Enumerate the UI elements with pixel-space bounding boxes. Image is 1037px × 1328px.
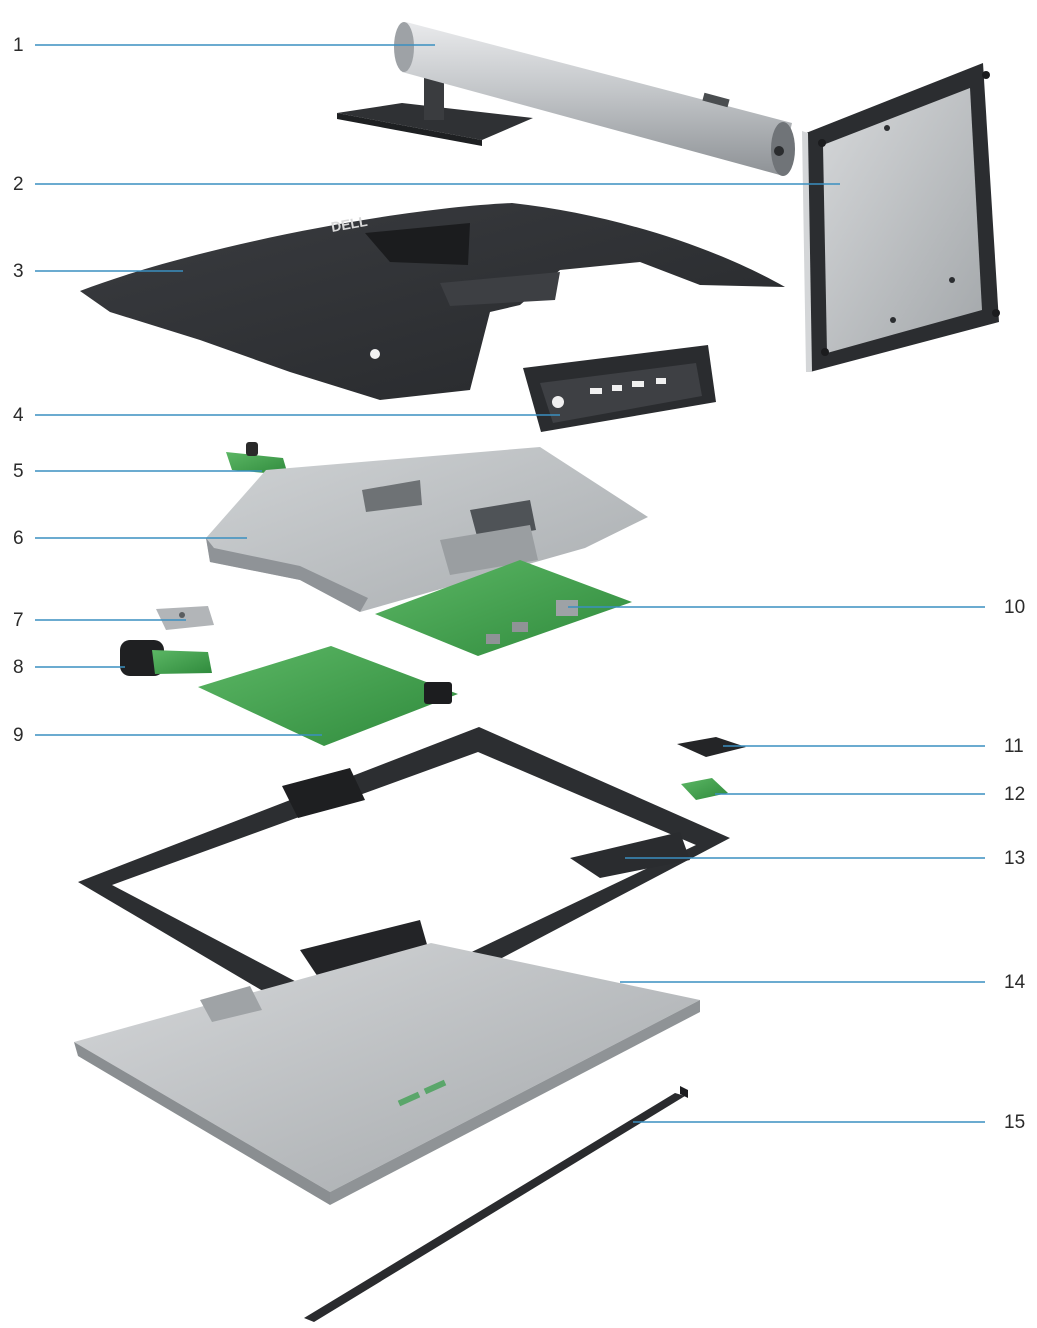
callout-number-13: 13 — [1004, 848, 1025, 869]
callout-number-9: 9 — [13, 725, 24, 746]
callout-number-5: 5 — [13, 461, 24, 482]
callout-number-10: 10 — [1004, 597, 1025, 618]
callout-7: 7 — [13, 610, 186, 631]
callout-number-12: 12 — [1004, 784, 1025, 805]
stand-part — [337, 22, 795, 176]
callout-number-14: 14 — [1004, 972, 1026, 993]
callout-2: 2 — [13, 174, 840, 195]
callout-15: 15 — [633, 1112, 1025, 1133]
callout-number-7: 7 — [13, 610, 24, 631]
joystick-board-part — [226, 442, 288, 475]
callout-number-4: 4 — [13, 405, 24, 426]
callout-number-2: 2 — [13, 174, 24, 195]
callout-3: 3 — [13, 261, 183, 282]
callout-14: 14 — [620, 972, 1026, 993]
callout-number-8: 8 — [13, 657, 24, 678]
bottom-bezel-part — [304, 1086, 688, 1322]
sensor-board-part — [681, 778, 728, 800]
callout-12: 12 — [715, 784, 1025, 805]
callout-9: 9 — [13, 725, 322, 746]
main-board-part — [375, 560, 632, 656]
power-board-part — [198, 646, 458, 746]
callout-8: 8 — [13, 657, 125, 678]
callout-11: 11 — [723, 736, 1024, 757]
callout-number-11: 11 — [1004, 736, 1024, 757]
callout-1: 1 — [13, 35, 435, 56]
small-cover-part — [677, 737, 746, 757]
callout-6: 6 — [13, 528, 247, 549]
callout-number-15: 15 — [1004, 1112, 1025, 1133]
callout-number-6: 6 — [13, 528, 24, 549]
mount-plate-part — [802, 63, 1000, 372]
callout-number-1: 1 — [13, 35, 24, 56]
middle-frame-part — [78, 727, 730, 1040]
dell-logo: DELL — [330, 213, 369, 235]
callout-13: 13 — [625, 848, 1025, 869]
callout-4: 4 — [13, 405, 560, 426]
callout-5: 5 — [13, 461, 262, 482]
small-bracket-part — [156, 606, 214, 630]
callout-10: 10 — [568, 597, 1025, 618]
lcd-panel-part — [74, 943, 700, 1205]
rear-cover-part: DELL — [80, 203, 785, 400]
io-bracket-part — [523, 345, 716, 432]
power-button-board-part — [120, 640, 212, 676]
callout-number-3: 3 — [13, 261, 24, 282]
